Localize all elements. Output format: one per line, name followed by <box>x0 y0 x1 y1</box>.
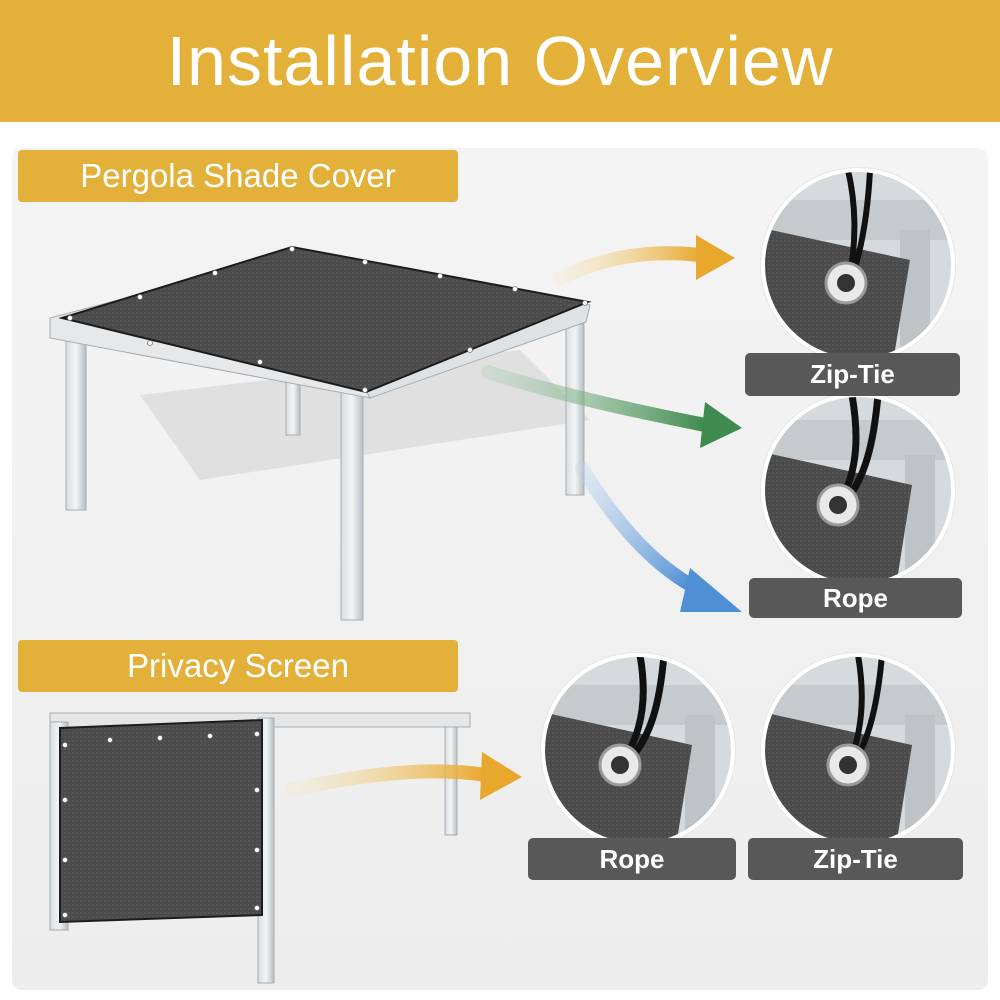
page-title: Installation Overview <box>166 22 834 100</box>
privacy-screen-illustration <box>49 712 471 984</box>
privacy-screen-tag: Privacy Screen <box>18 640 458 692</box>
privacy-rope-label: Rope <box>528 838 736 880</box>
pergola-shade-cover-tag: Pergola Shade Cover <box>18 150 458 202</box>
arrow-to-zip-tie <box>553 235 735 285</box>
arrow-to-rope <box>481 365 742 448</box>
rope-detail-circle <box>760 392 956 588</box>
privacy-zip-tie-label: Zip-Tie <box>748 838 963 880</box>
arrow-to-rope-alt <box>575 461 742 612</box>
rope-label: Rope <box>749 578 962 618</box>
zip-tie-detail-circle-privacy <box>760 652 956 848</box>
title-banner: Installation Overview <box>0 0 1000 122</box>
zip-tie-detail-circle <box>760 167 956 363</box>
pergola-shade-illustration <box>49 245 592 621</box>
arrow-to-privacy-methods <box>285 752 522 800</box>
zip-tie-label: Zip-Tie <box>745 353 960 396</box>
rope-detail-circle-privacy <box>540 652 736 848</box>
